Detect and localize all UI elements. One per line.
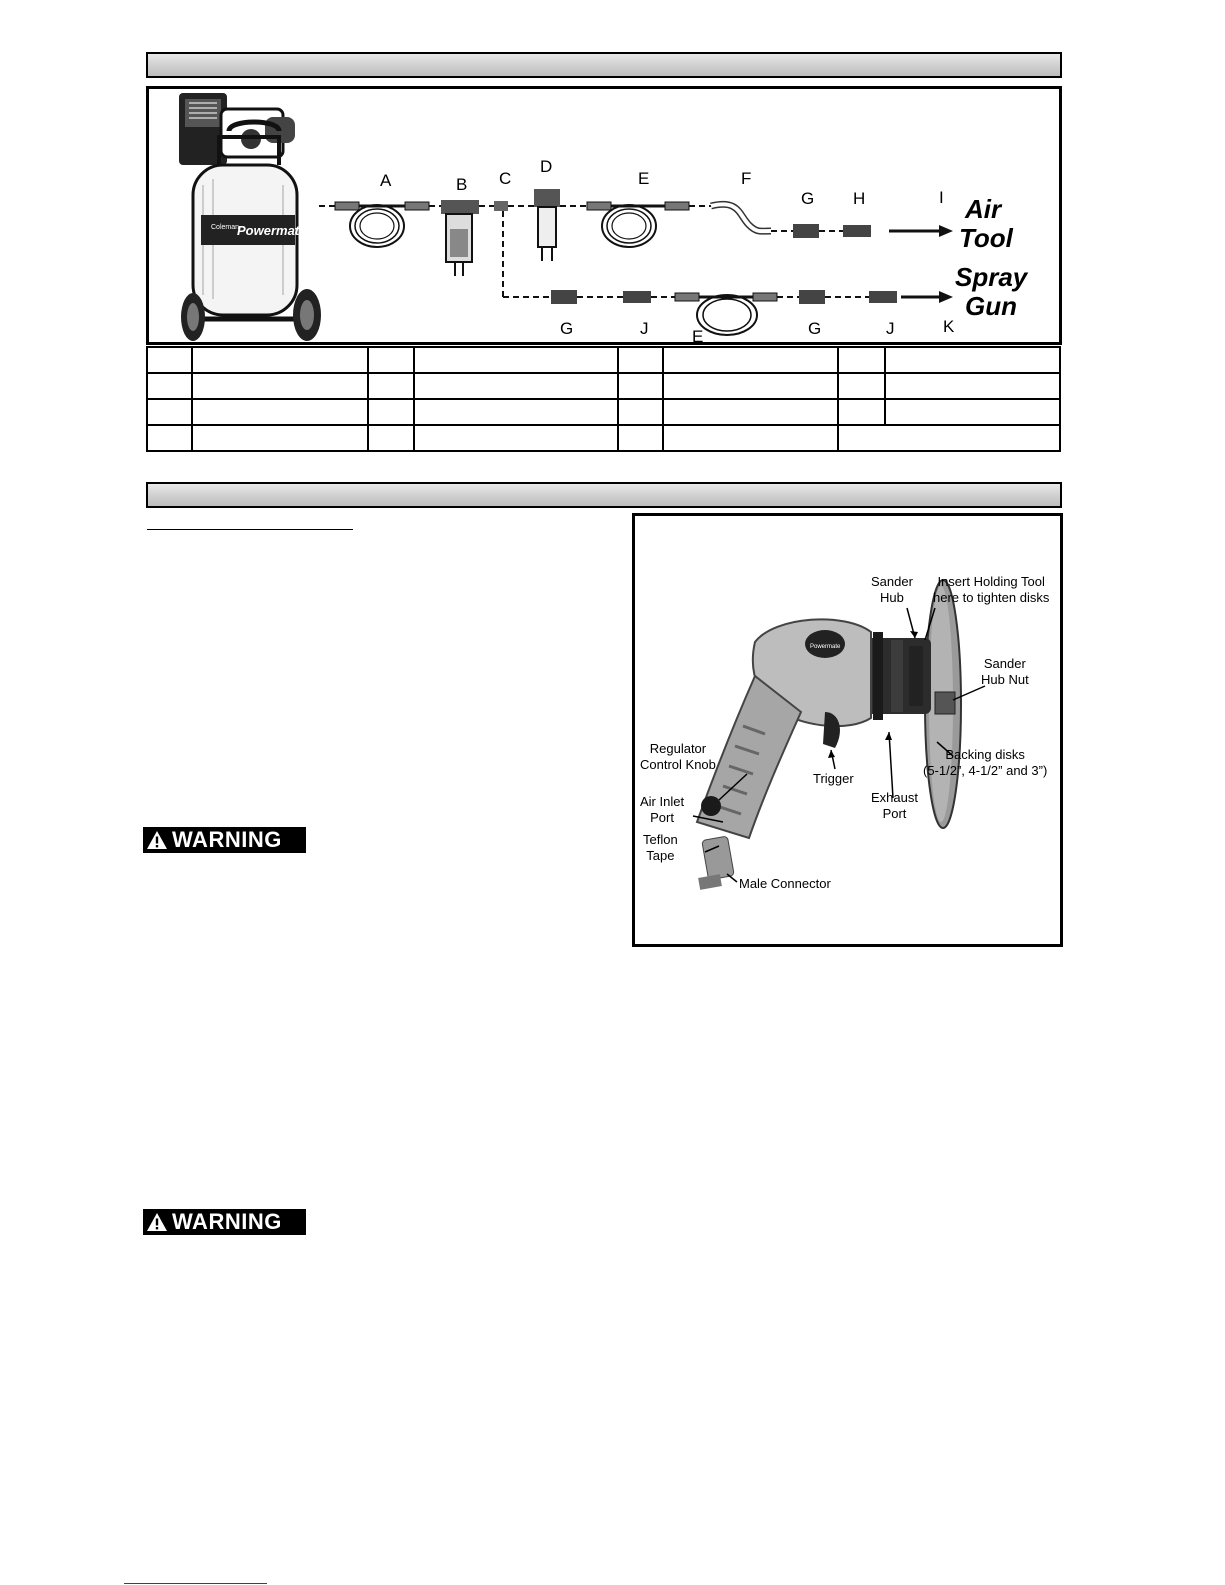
callout-exhaust-port: Exhaust Port [871, 790, 918, 821]
table-cell [616, 372, 665, 400]
label-j-bottom-1: J [640, 319, 649, 338]
label-g-top: G [801, 189, 815, 208]
label-e-bottom: E [692, 327, 704, 345]
callout-trigger: Trigger [813, 771, 854, 786]
label-g-bottom-1: G [560, 319, 574, 338]
air-sander-figure: Powermate Sander Hub [632, 513, 1063, 947]
label-a: A [380, 171, 392, 190]
table-cell [412, 372, 620, 400]
warning-label: WARNING [172, 1209, 282, 1234]
label-h: H [853, 189, 866, 208]
callout-sander-hub: Sander Hub [871, 574, 913, 605]
svg-text:Powermate: Powermate [237, 223, 306, 238]
label-k: K [943, 317, 955, 336]
svg-text:Powermate: Powermate [810, 644, 841, 650]
table-cell [662, 398, 840, 426]
table-row [145, 424, 1061, 452]
table-row [145, 346, 1062, 374]
callout-sander-hub-nut: Sander Hub Nut [981, 656, 1029, 687]
table-cell [145, 398, 194, 426]
table-cell [837, 424, 1061, 452]
table-cell [367, 398, 415, 426]
table-cell [367, 424, 415, 452]
label-b: B [456, 175, 468, 194]
table-cell [367, 346, 415, 374]
subheading-underline [147, 529, 353, 530]
spray-gun-label: Spray Gun [955, 262, 1028, 321]
table-cell [412, 346, 620, 374]
table-cell [837, 346, 886, 374]
label-g-bottom-2: G [808, 319, 822, 338]
table-cell [616, 346, 665, 374]
table-cell [883, 398, 1062, 426]
table-row [145, 398, 1062, 426]
table-cell [883, 372, 1062, 400]
section-header-bar-1 [146, 52, 1062, 78]
air-tool-label: Air Tool [959, 194, 1013, 253]
table-cell [367, 372, 415, 400]
diagram-artwork: Coleman Powermate [179, 93, 953, 341]
parts-table [145, 346, 1062, 452]
table-cell [662, 346, 840, 374]
warning-badge: WARNING [143, 827, 306, 853]
air-sander-drawing: Powermate [692, 579, 986, 890]
table-cell [145, 346, 194, 374]
warning-triangle-icon [147, 831, 167, 849]
table-cell [191, 372, 370, 400]
warning-label: WARNING [172, 827, 282, 852]
callout-backing-disks: Backing disks (5-1/2”, 4-1/2” and 3”) [923, 747, 1048, 778]
callout-insert-holding-tool: Insert Holding Tool here to tighten disk… [933, 574, 1050, 605]
table-cell [883, 346, 1062, 374]
callout-air-inlet-port: Air Inlet Port [640, 794, 685, 825]
table-cell [616, 424, 665, 452]
label-e-top: E [638, 169, 650, 188]
table-cell [191, 424, 370, 452]
table-row [145, 372, 1062, 400]
label-d: D [540, 157, 553, 176]
label-f: F [741, 169, 752, 188]
air-system-diagram: Coleman Powermate [146, 86, 1062, 345]
label-j-bottom-2: J [886, 319, 895, 338]
table-cell [837, 372, 886, 400]
callout-teflon-tape: Teflon Tape [643, 832, 678, 863]
table-cell [145, 372, 194, 400]
air-compressor-drawing: Coleman Powermate [179, 93, 321, 341]
footer-link-underline [124, 1583, 267, 1584]
table-cell [837, 398, 886, 426]
bottom-air-route [502, 211, 953, 336]
warning-triangle-icon [147, 1213, 167, 1231]
table-cell [662, 372, 840, 400]
table-cell [616, 398, 665, 426]
section-header-bar-2 [146, 482, 1062, 508]
table-cell [191, 346, 370, 374]
table-cell [191, 398, 370, 426]
label-c: C [499, 169, 512, 188]
callout-regulator-control-knob: Regulator Control Knob [640, 741, 716, 772]
table-cell [662, 424, 840, 452]
table-cell [145, 424, 194, 452]
callout-male-connector: Male Connector [739, 876, 831, 891]
top-air-route [319, 189, 953, 276]
svg-text:Coleman: Coleman [211, 224, 239, 231]
table-cell [412, 398, 620, 426]
warning-badge: WARNING [143, 1209, 306, 1235]
label-i: I [939, 188, 944, 207]
table-cell [412, 424, 620, 452]
